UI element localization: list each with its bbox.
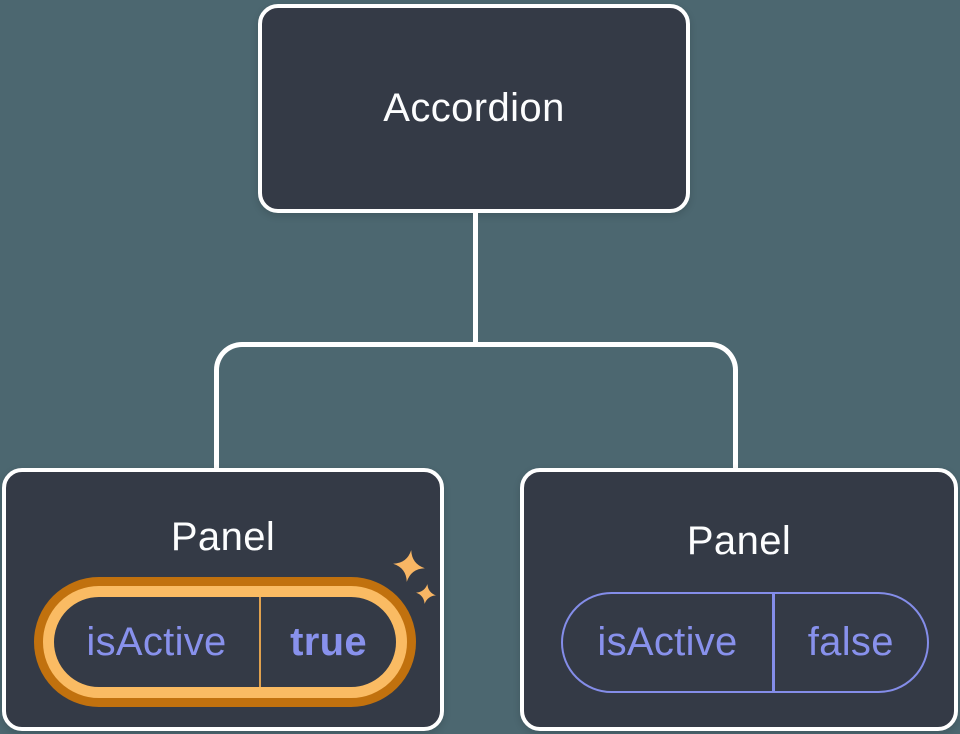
accordion-node: Accordion xyxy=(258,4,690,213)
state-key: isActive xyxy=(86,619,227,664)
state-value: true xyxy=(290,619,367,664)
panel-title: Panel xyxy=(170,515,276,559)
panel-node-inactive: Panel isActive false xyxy=(520,468,958,731)
pill-divider xyxy=(772,594,775,691)
panel-node-active: Panel isActive true xyxy=(2,468,444,731)
pill-divider xyxy=(259,597,261,687)
sparkle-icon xyxy=(393,550,436,604)
state-pill-inactive: isActive false xyxy=(561,592,929,693)
panel-title: Panel xyxy=(686,519,792,563)
state-pill-active: isActive true xyxy=(43,586,407,698)
connector-bracket xyxy=(214,342,738,468)
state-key: isActive xyxy=(597,620,738,664)
accordion-label: Accordion xyxy=(383,86,565,130)
state-value: false xyxy=(807,620,894,664)
connector-root-line xyxy=(473,211,478,345)
